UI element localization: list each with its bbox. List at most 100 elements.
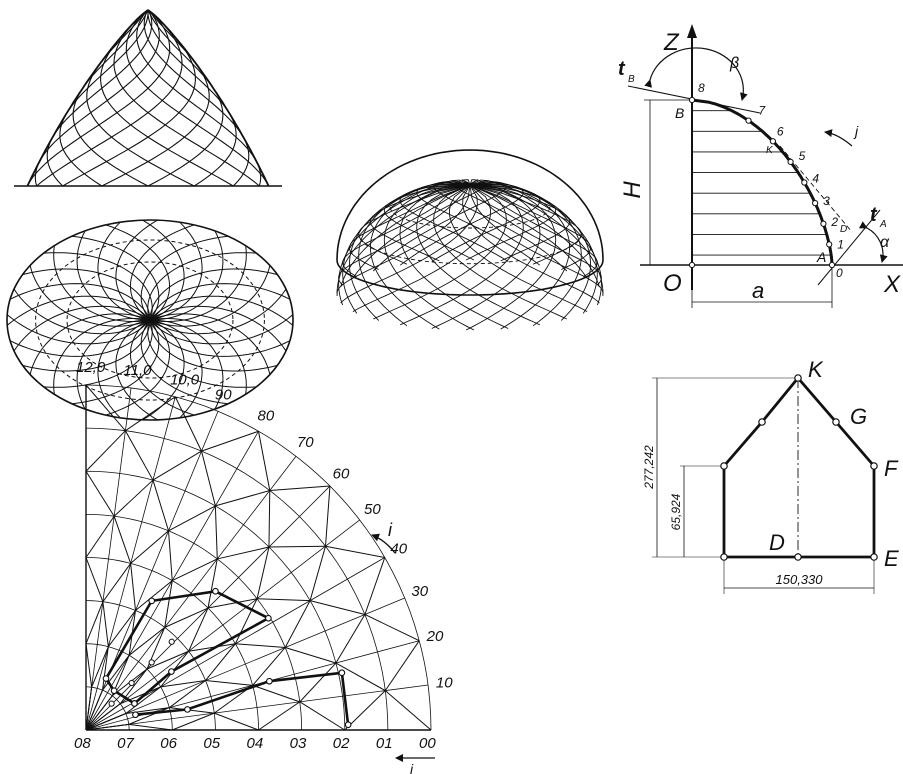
dome-mesh-edge bbox=[59, 110, 103, 187]
plan-spiral-edge bbox=[140, 319, 228, 405]
grid-diagonal bbox=[130, 530, 169, 564]
grid-diagonal bbox=[234, 598, 258, 644]
grid-diagonal bbox=[168, 505, 216, 532]
beta-label: β bbox=[729, 55, 739, 72]
dome-mesh-edge bbox=[232, 137, 250, 187]
grid-arc-label: 60 bbox=[333, 465, 350, 482]
grid-diagonal bbox=[169, 680, 206, 709]
grid-diagonal bbox=[364, 614, 420, 642]
plan-spiral-edge bbox=[22, 268, 151, 321]
grid-diagonal bbox=[113, 516, 132, 564]
grid-diagonal bbox=[85, 430, 126, 472]
profile-node-label: 8 bbox=[698, 81, 705, 95]
plan-spiral-edge bbox=[97, 319, 151, 419]
grid-bottom-label: 01 bbox=[376, 735, 393, 752]
profile-node bbox=[787, 158, 794, 165]
grid-diagonal bbox=[309, 600, 366, 615]
profile-node-label: 6 bbox=[777, 124, 784, 138]
grid-node bbox=[110, 687, 118, 695]
persp-mesh-edge bbox=[358, 184, 471, 327]
grid-diagonal bbox=[169, 707, 215, 714]
facet-node bbox=[720, 553, 728, 561]
profile-node bbox=[812, 200, 819, 207]
plan-spiral-edge bbox=[9, 283, 151, 321]
dome-mesh-edge bbox=[37, 9, 160, 165]
facet-node bbox=[794, 374, 802, 382]
profile-node bbox=[688, 96, 696, 104]
grid-bottom-label: 04 bbox=[247, 735, 264, 752]
dome-perspective-view bbox=[336, 149, 604, 331]
dome-mesh-edge bbox=[147, 88, 224, 187]
total-height-value: 277,242 bbox=[642, 445, 656, 490]
grid-node bbox=[184, 706, 191, 713]
grid-diagonal bbox=[384, 640, 420, 691]
grid-diagonal bbox=[325, 545, 385, 558]
facet-node bbox=[794, 553, 802, 561]
grid-diagonal bbox=[85, 557, 104, 602]
persp-base bbox=[336, 259, 604, 296]
plan-spiral-edge bbox=[149, 313, 271, 375]
grid-diagonal bbox=[102, 655, 130, 691]
grid-diagonal bbox=[257, 598, 311, 602]
height-label: H bbox=[619, 181, 646, 199]
grid-diagonal bbox=[85, 643, 93, 688]
grid-diagonal bbox=[299, 701, 346, 731]
point-d-label: D bbox=[840, 224, 847, 235]
grid-arc-label: 10 bbox=[436, 675, 453, 692]
plan-spiral-edge bbox=[105, 224, 171, 321]
grid-node bbox=[265, 614, 272, 622]
dome-mesh-edge bbox=[125, 9, 270, 187]
facet-node bbox=[870, 462, 878, 470]
grid-diagonal bbox=[152, 479, 169, 531]
plan-spiral-edge bbox=[149, 319, 278, 372]
grid-diagonal bbox=[268, 545, 326, 548]
grid-arc-label: 50 bbox=[364, 501, 381, 518]
profile-node-label: 0 bbox=[836, 266, 843, 280]
alpha-angle-arc bbox=[858, 221, 888, 263]
grid-diagonal bbox=[124, 430, 154, 481]
grid-diagonal bbox=[85, 695, 113, 731]
grid-diagonal bbox=[85, 470, 115, 517]
grid-diagonal bbox=[299, 662, 337, 703]
dome-mesh-edge bbox=[46, 137, 64, 187]
tangent-a-label: t bbox=[870, 204, 878, 226]
dome-plan-view bbox=[6, 219, 294, 421]
grid-diagonal bbox=[102, 646, 109, 691]
grid-diagonal bbox=[85, 723, 129, 731]
persp-mesh-edge bbox=[400, 184, 524, 326]
persp-dashed-ring bbox=[389, 206, 551, 229]
i-direction-arrow-top bbox=[371, 533, 396, 554]
grid-node bbox=[266, 677, 273, 685]
grid-radial bbox=[85, 519, 360, 731]
grid-diagonal bbox=[344, 690, 386, 731]
plan-spiral-edge bbox=[149, 268, 278, 321]
grid-arc-label: 70 bbox=[297, 434, 314, 451]
grid-node bbox=[128, 679, 135, 687]
grid-node bbox=[148, 659, 155, 666]
persp-mesh-edge bbox=[433, 184, 567, 320]
persp-mesh-edge bbox=[469, 184, 598, 277]
dome-elevation-view bbox=[14, 9, 282, 187]
grid-diagonal bbox=[258, 431, 271, 491]
plan-spiral-edge bbox=[53, 318, 151, 395]
plan-spiral-edge bbox=[147, 319, 257, 388]
grid-diagonal bbox=[130, 563, 137, 611]
plan-spiral-edge bbox=[147, 252, 257, 321]
grid-diagonal bbox=[125, 686, 161, 714]
point-b-label: B bbox=[675, 105, 684, 121]
plan-spiral-edge bbox=[72, 235, 160, 321]
dome-outline bbox=[147, 9, 270, 187]
dome-mesh-edge bbox=[86, 62, 195, 187]
beta-angle-arc bbox=[644, 47, 748, 101]
i-direction-label-top: i bbox=[388, 520, 393, 540]
persp-mesh-edge bbox=[383, 184, 475, 331]
dome-mesh-edge bbox=[62, 36, 196, 187]
grid-node bbox=[344, 721, 352, 729]
z-axis-label: Z bbox=[663, 29, 680, 56]
grid-node bbox=[168, 638, 175, 645]
persp-mesh-edge bbox=[338, 179, 471, 306]
grid-bottom-label: 02 bbox=[333, 735, 350, 752]
persp-mesh-edge bbox=[469, 184, 604, 294]
